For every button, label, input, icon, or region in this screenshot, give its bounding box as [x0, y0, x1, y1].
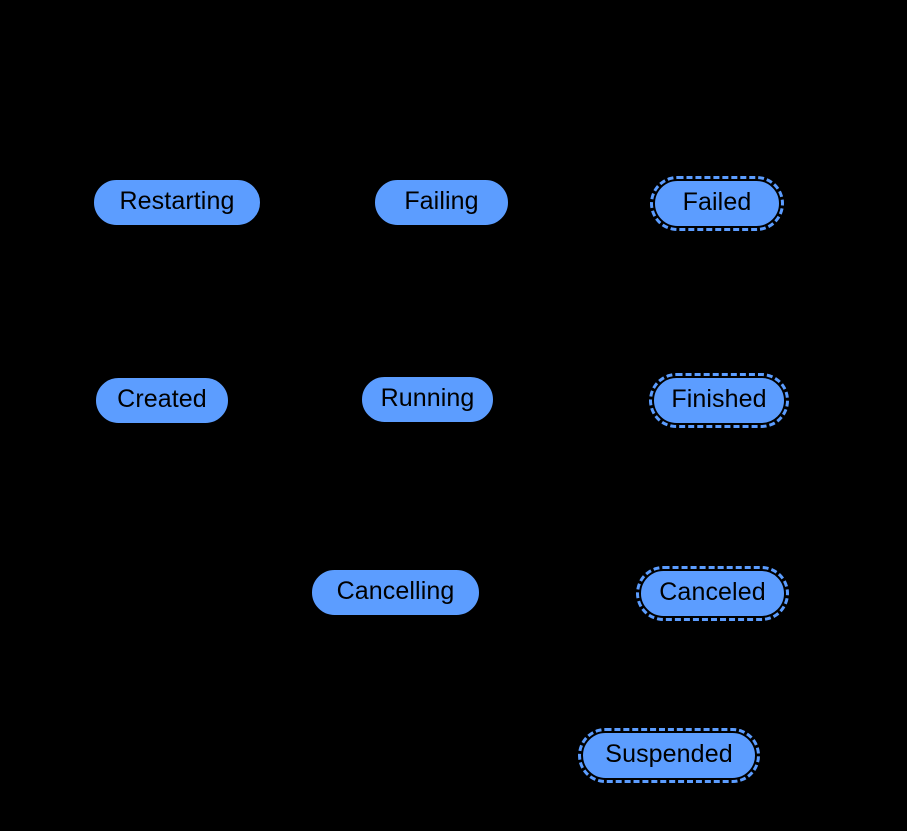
state-label-canceled: Canceled: [659, 578, 766, 606]
state-node-created[interactable]: Created: [96, 378, 228, 423]
state-label-suspended: Suspended: [605, 740, 733, 768]
state-label-running: Running: [380, 384, 475, 412]
state-node-failed[interactable]: Failed: [650, 176, 784, 231]
state-node-suspended[interactable]: Suspended: [578, 728, 760, 783]
state-node-running[interactable]: Running: [362, 377, 493, 422]
state-label-failed: Failed: [682, 188, 752, 216]
state-label-failing: Failing: [404, 187, 479, 215]
state-node-cancelling[interactable]: Cancelling: [312, 570, 479, 615]
state-label-restarting: Restarting: [119, 187, 235, 215]
state-label-finished: Finished: [671, 385, 767, 413]
state-node-finished[interactable]: Finished: [649, 373, 789, 428]
state-node-canceled[interactable]: Canceled: [636, 566, 789, 621]
state-node-failing[interactable]: Failing: [375, 180, 508, 225]
state-label-cancelling: Cancelling: [336, 577, 455, 605]
state-label-created: Created: [117, 385, 207, 413]
state-node-restarting[interactable]: Restarting: [94, 180, 260, 225]
